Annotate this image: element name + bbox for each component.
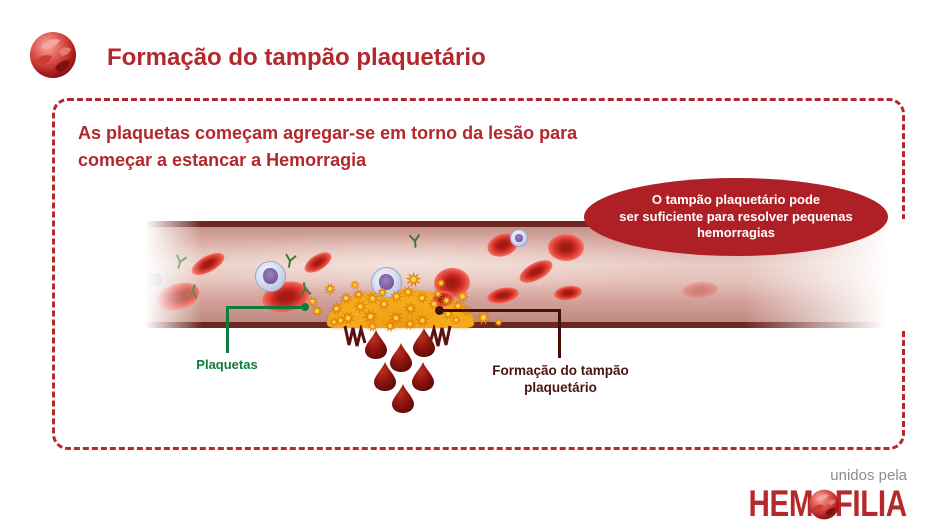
page-title: Formação do tampão plaquetário	[107, 44, 486, 71]
panel-heading: As plaquetas começam agregar-se em torno…	[78, 120, 577, 174]
brand-o-sphere-icon	[814, 489, 834, 520]
panel-heading-line1: As plaquetas começam agregar-se em torno…	[78, 123, 578, 143]
footer-tagline: unidos pela	[830, 467, 907, 484]
brand-filia: FILIA	[835, 483, 907, 524]
brand-hem: HEM	[748, 483, 814, 524]
panel-heading-line2: começar a estancar a Hemorragia	[78, 150, 367, 170]
footer-brand: HEM FILIA	[748, 483, 908, 525]
hemofilia-logo-sphere-icon	[29, 31, 77, 79]
